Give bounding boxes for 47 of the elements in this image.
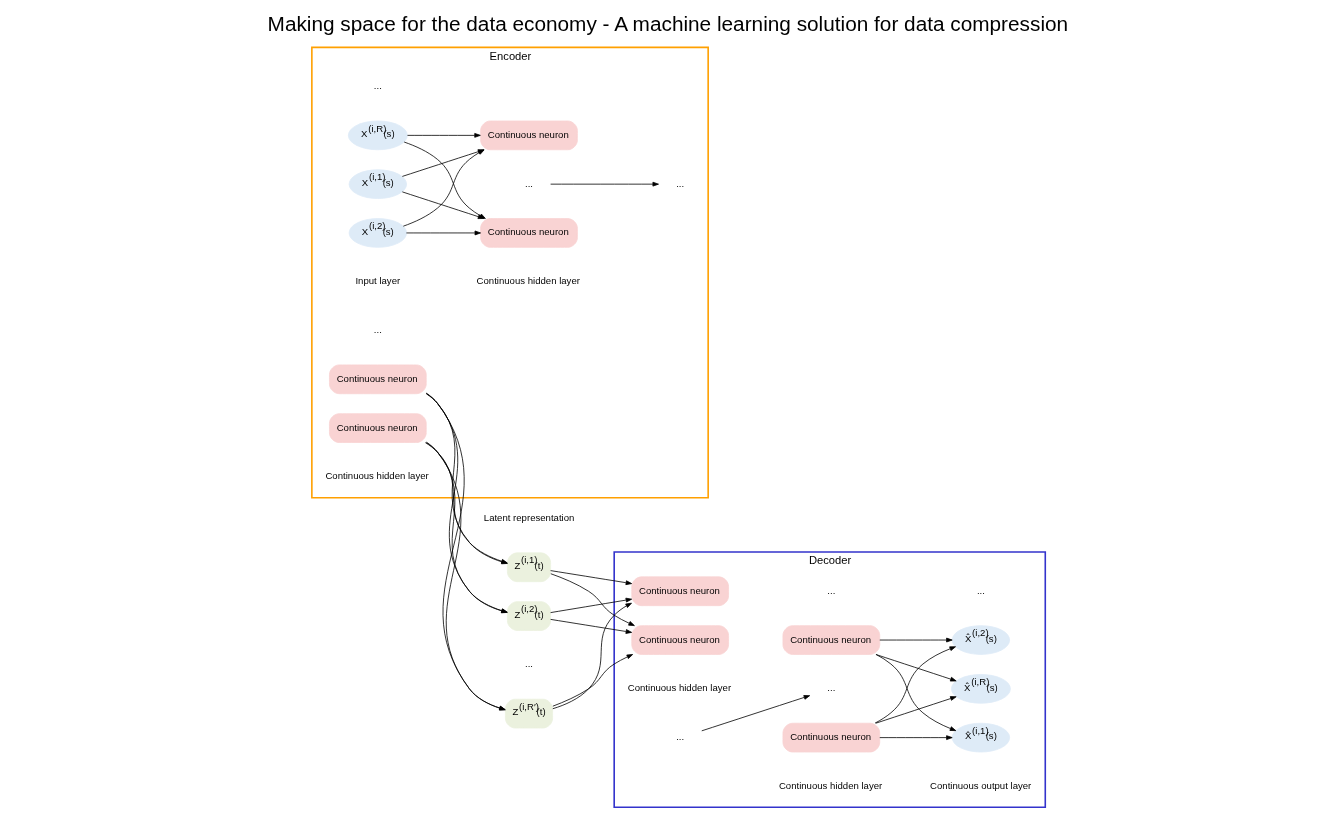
arrow: [551, 654, 633, 707]
arrow: [875, 654, 957, 682]
arrow: [549, 570, 632, 586]
node-box: Continuous neuron: [782, 625, 880, 655]
arrow: [549, 573, 635, 626]
node-box: Continuous neuron: [328, 413, 427, 443]
label: ...: [373, 80, 382, 92]
arrow: [405, 230, 481, 236]
node-text: ...: [675, 731, 684, 743]
arrow: [878, 735, 953, 740]
arrow: [875, 654, 956, 732]
label: Continuous hidden layer: [778, 779, 882, 791]
label: ...: [373, 324, 382, 335]
label: ...: [976, 584, 985, 596]
node-box: Continuous neuron: [630, 625, 729, 655]
label: Input layer: [354, 275, 400, 287]
label: Continuous output layer: [929, 779, 1031, 791]
arrow: [878, 637, 953, 643]
arrow: [425, 441, 506, 711]
node-text: ...: [826, 682, 835, 694]
arrow: [406, 133, 481, 138]
label: ...: [826, 584, 835, 596]
arrow: [549, 181, 659, 187]
label: Continuous hidden layer: [324, 470, 429, 482]
node-box: Continuous neuron: [782, 722, 880, 753]
arrow: [424, 442, 508, 564]
label: Latent representation: [483, 511, 574, 523]
diagram-title: Making space for the data economy - A machine learning solution for data compression: [267, 12, 1068, 36]
node-text: ...: [675, 177, 684, 189]
node-box: Continuous neuron: [630, 576, 729, 607]
arrow: [549, 597, 632, 613]
label: ...: [524, 658, 533, 670]
label: Continuous hidden layer: [627, 682, 731, 694]
arrow: [875, 696, 957, 724]
label: Continuous hidden layer: [476, 275, 580, 287]
arrow: [874, 646, 956, 724]
node-box: Continuous neuron: [328, 364, 427, 395]
arrow: [425, 393, 508, 565]
arrow: [551, 602, 632, 710]
arrow: [425, 393, 508, 614]
arrow: [425, 442, 508, 613]
arrow: [425, 392, 506, 711]
arrow: [700, 695, 810, 732]
arrow: [549, 619, 632, 634]
node-text: ...: [524, 177, 533, 189]
node-box: Continuous neuron: [479, 120, 578, 151]
node-box: Continuous neuron: [479, 218, 578, 248]
